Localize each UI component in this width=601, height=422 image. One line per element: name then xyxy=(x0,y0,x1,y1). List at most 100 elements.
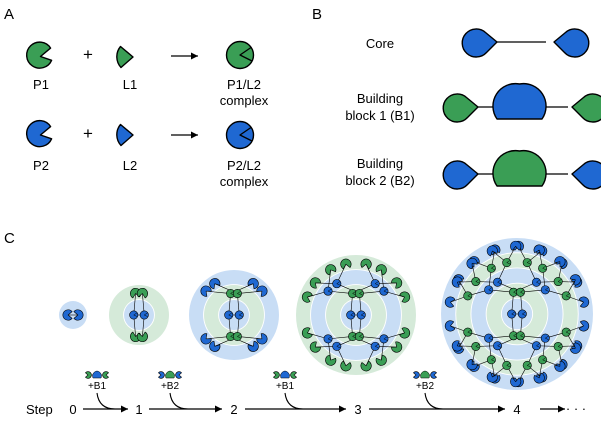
branch-node-icon xyxy=(486,263,496,273)
branch-node-icon xyxy=(379,334,389,344)
building-block-1-icon xyxy=(442,82,601,123)
p1-l2-complex-label-line1: P1/L2 xyxy=(227,77,261,92)
branch-node-icon xyxy=(553,341,563,351)
p1-l2-complex-label-line2: complex xyxy=(220,93,269,108)
branch-node-icon xyxy=(538,355,548,365)
branch-node-icon xyxy=(522,360,532,370)
panel-a-label: A xyxy=(4,6,14,23)
end-group-icon xyxy=(309,341,321,353)
end-group-icon xyxy=(466,359,478,371)
branch-node-icon xyxy=(540,285,550,295)
p2-l2-complex-label-line2: complex xyxy=(220,174,269,189)
assembly-step-3 xyxy=(296,255,416,375)
core-node-icon xyxy=(139,310,149,320)
end-group-icon xyxy=(340,360,352,372)
addition-end-icon xyxy=(175,371,182,379)
branch-node-icon xyxy=(493,277,503,287)
branch-node-icon xyxy=(531,277,541,287)
p1-label: P1 xyxy=(33,77,49,92)
assembly-step-1-nodes xyxy=(129,310,149,320)
panel-a: A P1 + L1 P1/L2 complex P2 + L2 xyxy=(4,6,269,189)
end-group-icon xyxy=(533,372,545,384)
ellipsis: · · · xyxy=(566,401,586,416)
addition-label-1: +B2 xyxy=(161,381,180,392)
core-end-icon xyxy=(62,309,73,321)
branch-node-icon xyxy=(484,333,494,343)
addition-end-icon xyxy=(413,371,420,379)
end-group-icon xyxy=(209,278,221,290)
p2-l2-complex-label-line1: P2/L2 xyxy=(227,158,261,173)
panel-b: B Core Building block 1 (B1) Building bl… xyxy=(312,6,601,190)
branch-node-icon xyxy=(502,258,512,268)
branch-node-icon xyxy=(354,289,364,299)
addition-end-icon xyxy=(290,371,297,379)
assembly-step-4 xyxy=(441,238,593,390)
addition-1: +B2 xyxy=(158,370,189,410)
assembly-step-1-end-groups xyxy=(130,288,148,342)
core-node-icon xyxy=(129,310,139,320)
assembly-step-0-end-groups xyxy=(62,309,84,321)
assembly-step-4-end-groups xyxy=(444,240,590,388)
plus-sign-1: + xyxy=(83,45,93,64)
branch-node-icon xyxy=(561,291,571,301)
core-molecule-icon xyxy=(461,28,590,58)
branch-node-icon xyxy=(493,341,503,351)
addition-2: +B1 xyxy=(273,370,304,410)
branch-node-icon xyxy=(538,263,548,273)
core-node-icon xyxy=(507,309,517,319)
branch-node-icon xyxy=(323,334,333,344)
end-group-icon xyxy=(399,327,411,339)
assembly-step-1-rings xyxy=(109,285,169,345)
end-group-icon xyxy=(569,342,581,354)
addition-3: +B2 xyxy=(413,370,444,410)
end-group-icon xyxy=(209,340,221,352)
end-group-icon xyxy=(256,285,268,297)
l1-label: L1 xyxy=(123,77,137,92)
assembly-diagrams xyxy=(59,238,593,390)
addition-label-3: +B2 xyxy=(416,381,435,392)
core-node-icon xyxy=(517,309,527,319)
addition-end-icon xyxy=(273,371,280,379)
end-group-icon xyxy=(510,377,522,388)
core-node-icon xyxy=(224,310,234,320)
branch-node-icon xyxy=(522,258,532,268)
addition-end-icon xyxy=(158,371,165,379)
addition-markers: +B1+B2+B1+B2 xyxy=(85,370,444,410)
end-group-icon xyxy=(444,320,456,332)
l2-label: L2 xyxy=(123,158,137,173)
addition-end-icon xyxy=(430,371,437,379)
end-group-icon xyxy=(569,274,581,286)
branch-node-icon xyxy=(515,331,525,341)
step-4: 4 xyxy=(513,402,520,417)
branch-node-icon xyxy=(515,287,525,297)
l2-ligand-icon xyxy=(116,123,134,147)
end-group-icon xyxy=(554,360,566,372)
end-group-icon xyxy=(375,354,387,366)
assembly-step-0 xyxy=(59,301,87,329)
end-group-icon xyxy=(391,341,403,353)
branch-node-icon xyxy=(561,327,571,337)
end-group-icon xyxy=(451,276,463,288)
core-end-icon xyxy=(73,309,84,321)
branch-node-icon xyxy=(232,289,242,299)
end-group-icon xyxy=(451,340,463,352)
branch-node-icon xyxy=(232,331,242,341)
branch-node-icon xyxy=(540,333,550,343)
step-3: 3 xyxy=(354,402,361,417)
building-block-2-icon xyxy=(442,149,601,190)
end-group-icon xyxy=(391,277,403,289)
end-group-icon xyxy=(486,371,498,383)
branch-node-icon xyxy=(379,286,389,296)
end-group-icon xyxy=(136,288,148,299)
assembly-step-3-nodes xyxy=(323,279,389,351)
panel-c-label: C xyxy=(4,230,15,247)
end-group-icon xyxy=(309,277,321,289)
end-group-icon xyxy=(200,285,212,297)
branch-node-icon xyxy=(323,286,333,296)
assembly-step-4-nodes xyxy=(463,258,571,370)
end-group-icon xyxy=(301,327,313,339)
end-group-icon xyxy=(200,333,212,345)
branch-node-icon xyxy=(502,360,512,370)
branch-node-icon xyxy=(471,341,481,351)
